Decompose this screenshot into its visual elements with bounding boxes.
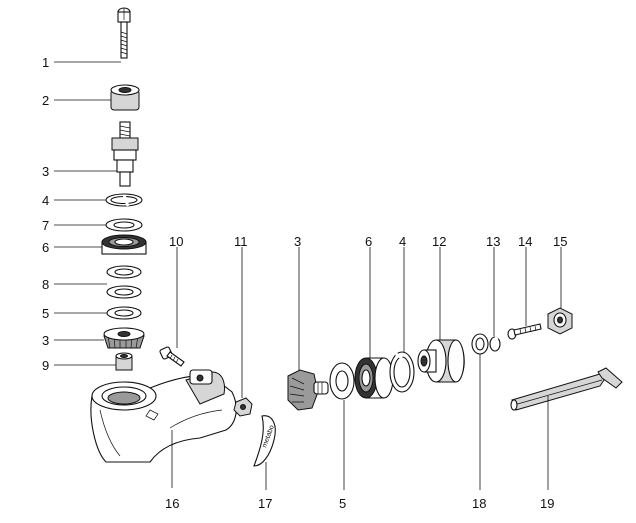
part-1-screw xyxy=(117,7,131,59)
part-3-spindle xyxy=(111,121,139,187)
callout-18: 18 xyxy=(472,496,486,511)
callout-11: 11 xyxy=(234,234,248,249)
part-7-washer xyxy=(105,218,143,232)
callout-9: 9 xyxy=(42,358,49,373)
callout-6a: 6 xyxy=(42,240,49,255)
part-3-bevel-pinion xyxy=(287,369,329,411)
part-18-ring xyxy=(471,333,489,355)
callout-4a: 4 xyxy=(42,193,49,208)
part-14-screw xyxy=(507,323,542,340)
callout-19: 19 xyxy=(540,496,554,511)
part-6-bearing xyxy=(101,234,147,255)
part-4-circlip-right xyxy=(389,351,415,393)
part-10-screw xyxy=(159,346,185,367)
part-4-circlip xyxy=(105,193,143,207)
part-5-washer xyxy=(106,306,142,320)
callout-3c: 3 xyxy=(294,234,301,249)
callout-17: 17 xyxy=(258,496,272,511)
part-2-sleeve xyxy=(110,84,140,111)
callout-1: 1 xyxy=(42,55,49,70)
callout-8: 8 xyxy=(42,277,49,292)
part-6-bearing-right xyxy=(354,357,394,399)
part-16-gear-housing xyxy=(90,369,237,463)
callout-3b: 3 xyxy=(42,333,49,348)
part-9-sleeve xyxy=(115,352,133,371)
part-11-nut xyxy=(233,397,253,417)
callout-10: 10 xyxy=(169,234,183,249)
callout-5a: 5 xyxy=(42,306,49,321)
callout-4b: 4 xyxy=(399,234,406,249)
part-13-circlip xyxy=(489,336,501,352)
callout-2: 2 xyxy=(42,93,49,108)
callout-3a: 3 xyxy=(42,164,49,179)
part-17-logo-plate: metabo xyxy=(253,415,276,467)
callout-16: 16 xyxy=(165,496,179,511)
callout-13: 13 xyxy=(486,234,500,249)
callout-14: 14 xyxy=(518,234,532,249)
part-5-washer-right xyxy=(329,362,355,400)
callout-7: 7 xyxy=(42,218,49,233)
part-8-washer-lower xyxy=(106,285,142,299)
callout-12: 12 xyxy=(432,234,446,249)
callout-15: 15 xyxy=(553,234,567,249)
callout-6b: 6 xyxy=(365,234,372,249)
part-19-hex-key xyxy=(510,367,623,411)
callout-5b: 5 xyxy=(339,496,346,511)
part-12-bearing-housing xyxy=(417,339,465,383)
part-15-nut xyxy=(547,307,573,335)
part-8-washer xyxy=(106,265,142,279)
part-3-bevel-gear xyxy=(103,327,145,349)
